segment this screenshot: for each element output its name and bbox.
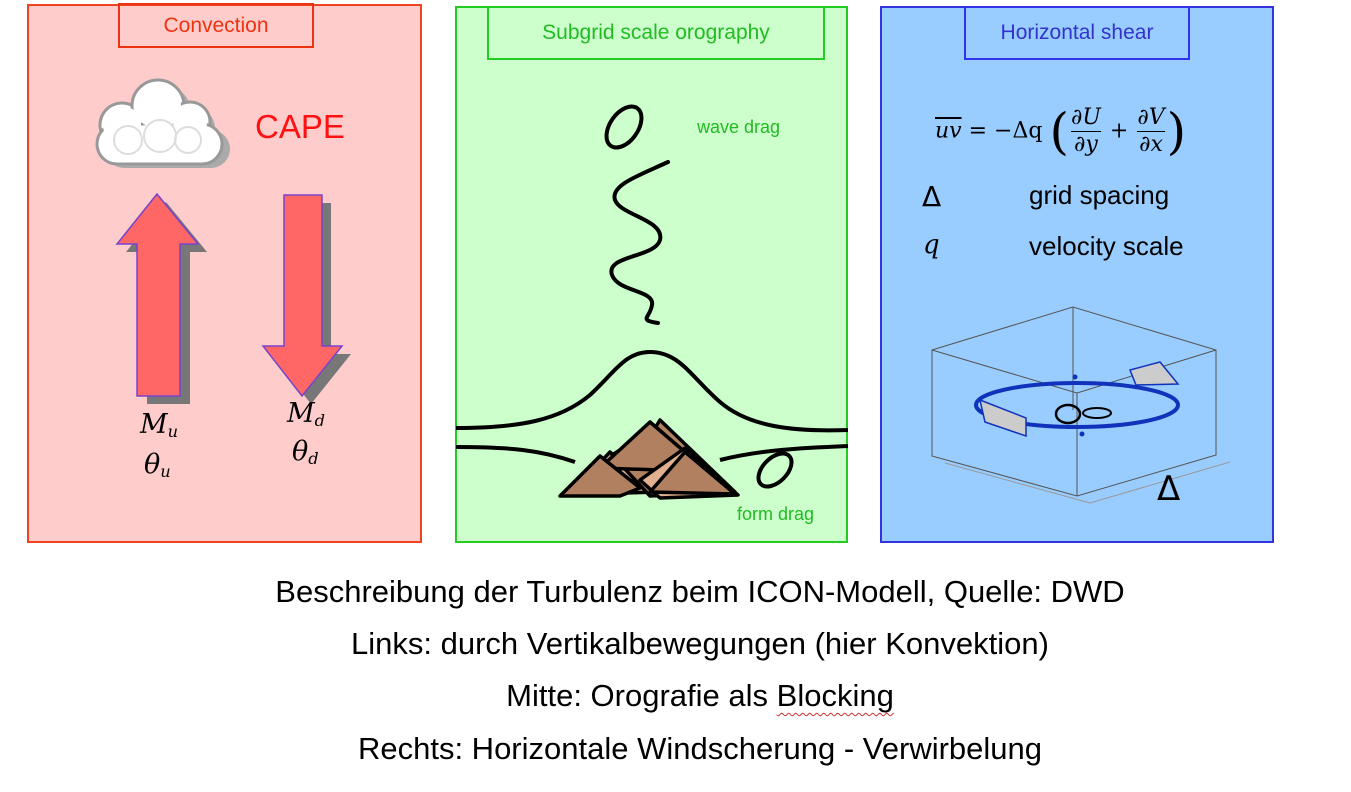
theta-down-label: θd <box>292 436 319 469</box>
caption-line-4: Rechts: Horizontale Windscherung - Verwi… <box>357 731 1043 766</box>
caption-line-2: Links: durch Vertikalbewegungen (hier Ko… <box>351 626 1049 661</box>
cloud-icon <box>95 78 230 168</box>
delta-symbol: Δ <box>922 180 942 213</box>
theta-up-label: θu <box>144 449 171 482</box>
orography-title: Subgrid scale orography <box>487 6 825 60</box>
flow-lines <box>455 349 849 464</box>
vortex-icon <box>974 361 1180 438</box>
caption-line-3: Mitte: Orografie als Blocking <box>506 678 894 713</box>
spellcheck-underlined-word: Blocking <box>776 678 894 713</box>
caption-line-1: Beschreibung der Turbulenz beim ICON-Mod… <box>275 574 1125 609</box>
horizontal-shear-panel <box>880 6 1274 543</box>
form-drag-label: form drag <box>737 504 815 524</box>
mountains-icon <box>558 418 740 500</box>
mass-flux-up-label: Mu <box>140 409 179 442</box>
q-symbol: q <box>923 230 940 260</box>
downdraft-arrow <box>261 194 351 404</box>
grid-spacing-label: grid spacing <box>1029 180 1170 210</box>
horizontal-shear-title: Horizontal shear <box>964 6 1190 60</box>
convection-panel <box>27 4 422 543</box>
cape-label: CAPE <box>255 108 345 145</box>
eddy-icon <box>756 451 794 489</box>
wave-drag-label: wave drag <box>697 117 781 137</box>
velocity-scale-label: velocity scale <box>1029 231 1184 261</box>
convection-title: Convection <box>118 3 314 48</box>
gravity-wave-curve <box>604 104 670 325</box>
mass-flux-down-label: Md <box>287 398 326 431</box>
updraft-arrow <box>115 192 207 404</box>
shear-equation: uv = −Δq (∂U∂y + ∂V∂x) <box>935 102 1187 161</box>
box-delta-label: Δ <box>1157 469 1181 509</box>
